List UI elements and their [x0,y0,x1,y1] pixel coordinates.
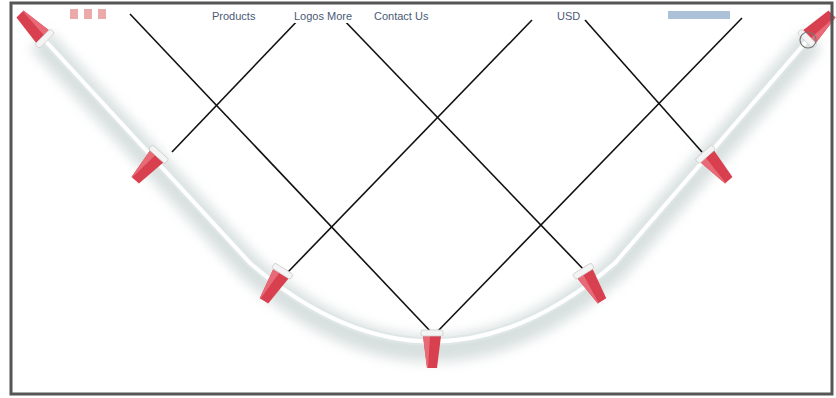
site-header-icons [70,9,816,48]
mirror-shadow [40,40,812,349]
nav-label: Logos More [292,10,354,23]
nav-label: USD [555,10,582,23]
mirror-band [40,35,812,342]
mirror-surface [40,35,812,342]
peg-markers [12,6,836,368]
image-frame [11,3,832,394]
light-rays [130,14,742,333]
nav-label: Products [210,10,257,23]
nav-label: Contact Us [372,10,430,23]
